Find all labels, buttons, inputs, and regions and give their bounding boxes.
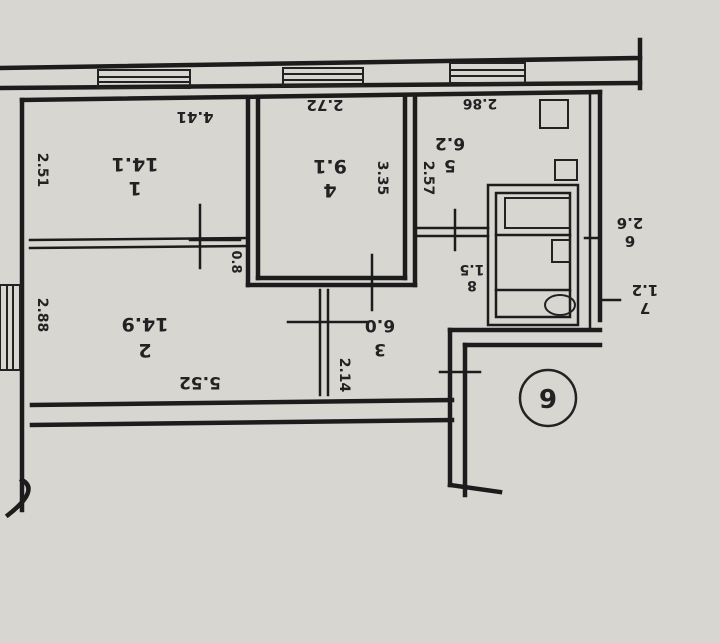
svg-text:1.5: 1.5	[460, 261, 485, 277]
svg-text:6: 6	[625, 232, 635, 250]
room-labels: 1 14.1 2 14.9 3 6.0 4 9.1 5 6.2 6 2.6 7 …	[112, 133, 659, 361]
window-top-2	[282, 67, 364, 87]
dim-5-52: 5.52	[179, 372, 221, 392]
dimension-labels: 4.41 2.72 2.86 2.51 3.35 2.57 2.88 5.52 …	[34, 95, 497, 393]
dim-2-51: 2.51	[34, 153, 50, 188]
stove-icon	[539, 99, 569, 129]
svg-text:9.1: 9.1	[313, 155, 347, 177]
window-top-1	[97, 69, 191, 89]
svg-text:7: 7	[640, 299, 650, 317]
room-3-label: 3 6.0	[365, 315, 395, 359]
svg-text:2: 2	[138, 339, 151, 361]
room-8-label: 8 1.5	[460, 261, 485, 293]
svg-text:2.6: 2.6	[617, 214, 644, 232]
window-top-3	[449, 62, 526, 84]
dim-2-57: 2.57	[420, 161, 436, 196]
svg-text:4: 4	[323, 179, 336, 201]
dim-3-35: 3.35	[374, 161, 390, 196]
svg-text:1.2: 1.2	[632, 281, 659, 299]
dim-4-41: 4.41	[176, 108, 213, 126]
svg-text:6: 6	[539, 382, 557, 412]
bathtub-icon	[504, 197, 571, 229]
room-4-label: 4 9.1	[313, 155, 347, 201]
svg-text:6.2: 6.2	[435, 133, 465, 153]
dim-0-8: 0.8	[228, 250, 243, 273]
unit-number-badge: 6	[518, 368, 578, 428]
washbasin-icon	[551, 239, 571, 263]
room-6-label: 6 2.6	[617, 214, 644, 250]
svg-text:14.1: 14.1	[112, 153, 159, 175]
svg-text:8: 8	[467, 277, 477, 293]
svg-text:3: 3	[374, 339, 386, 359]
sink-icon	[554, 159, 578, 181]
room-2-label: 2 14.9	[122, 313, 169, 361]
dim-2-14: 2.14	[336, 358, 352, 393]
fixtures	[504, 99, 578, 316]
svg-text:14.9: 14.9	[122, 313, 169, 335]
dim-2-88: 2.88	[34, 298, 50, 333]
svg-text:6.0: 6.0	[365, 315, 395, 335]
svg-text:5: 5	[444, 155, 456, 175]
window-left	[0, 284, 21, 371]
windows	[0, 62, 526, 371]
room-5-label: 5 6.2	[435, 133, 465, 175]
door-marks	[188, 203, 602, 374]
room-7-label: 7 1.2	[632, 281, 659, 317]
interior-walls	[28, 90, 622, 397]
dim-2-86: 2.86	[463, 95, 498, 111]
toilet-icon	[544, 294, 576, 316]
svg-text:1: 1	[128, 177, 141, 199]
room-1-label: 1 14.1	[112, 153, 159, 199]
dim-2-72: 2.72	[306, 96, 343, 114]
